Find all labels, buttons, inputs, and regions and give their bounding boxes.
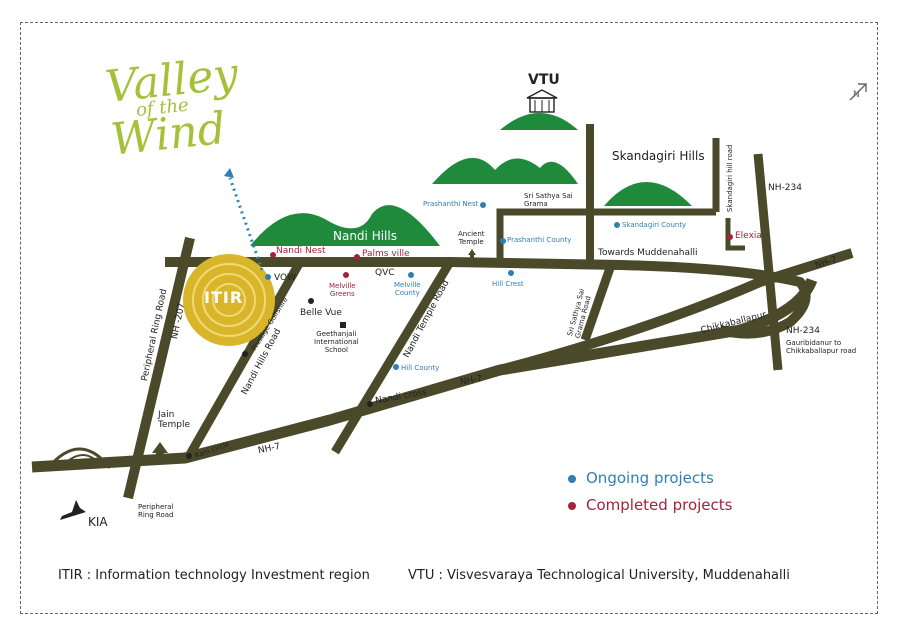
belle-vue-marker [308, 298, 314, 304]
logo-pointer-arrowhead [224, 168, 234, 178]
vow-marker [265, 274, 271, 280]
hill-crest-marker [508, 270, 514, 276]
sri-sathya-sai-grama-road [580, 266, 615, 342]
melville-county-label: Melville County [394, 281, 421, 298]
geethanjali-school-marker [340, 322, 346, 328]
prashanthi-road [496, 208, 716, 262]
north-label: N [853, 90, 860, 100]
prashanthi-nest-label: Prashanthi Nest [423, 200, 479, 208]
nandi-cross-marker [367, 401, 373, 407]
skandagiri-hill-road-label: Skandagiri hill road [726, 144, 734, 212]
map-frame [20, 22, 878, 614]
belle-vue-label: Belle Vue [300, 308, 342, 318]
vow-label: VOW [274, 273, 296, 283]
qvc-label: QVC [375, 268, 395, 278]
sri-sathya-sai-grama-label: Sri Sathya Sai Grama [524, 192, 573, 209]
valley-of-the-wind-logo: Valley of the Wind [103, 48, 246, 166]
skandagiri-hill-shape [604, 182, 692, 206]
hill-county-marker [393, 364, 399, 370]
jain-temple-label: Jain Temple [158, 410, 191, 431]
nandi-nest-label: Nandi Nest [276, 246, 326, 256]
hill-crest-label: Hill Crest [492, 280, 524, 288]
elexia-label: Elexia [735, 231, 762, 241]
palms-ville-label: Palms ville [362, 249, 410, 259]
palms-ville-marker [354, 254, 360, 260]
ancient-temple-label: Ancient Temple [458, 230, 485, 247]
peripheral-ring-road-bottom-label: Peripheral Ring Road [138, 503, 174, 520]
melville-greens-label: Melville Greens [329, 282, 356, 299]
nandi-temple-road [331, 259, 454, 455]
nandi-hills-road [184, 259, 304, 461]
nandi-nest-marker [270, 252, 276, 258]
towards-muddenahalli-road [165, 257, 811, 339]
vtu-hill-shape [500, 113, 578, 130]
legend-completed-label: Completed projects [586, 496, 733, 514]
prashanthi-nest-marker [480, 202, 486, 208]
nandi-hills-shape [250, 205, 440, 246]
melville-county-marker [408, 272, 414, 278]
vtu-definition: VTU : Visvesvaraya Technological Univers… [408, 568, 790, 583]
legend-completed-marker [568, 502, 576, 510]
airplane-icon [60, 500, 86, 520]
nh234-road [753, 153, 783, 371]
runway-arc [46, 447, 112, 469]
logo-pointer [228, 177, 264, 271]
elexia-road [725, 218, 745, 251]
ancient-temple-icon [468, 249, 476, 258]
north-arrow-icon [849, 83, 867, 101]
prashanthi-county-label: Prashanthi County [507, 236, 572, 244]
runway-arc-2 [59, 454, 103, 469]
rani-circle-marker [186, 453, 192, 459]
itir-definition: ITIR : Information technology Investment… [58, 568, 370, 583]
melville-greens-marker [343, 272, 349, 278]
itir-label: ITIR [204, 288, 244, 307]
nh7-east-road [498, 248, 854, 375]
legend-ongoing-label: Ongoing projects [586, 469, 714, 487]
legend-ongoing-marker [568, 475, 576, 483]
elexia-marker [727, 234, 733, 240]
logo-line3: Wind [108, 102, 229, 166]
towards-muddenahalli-label: Towards Muddenahalli [598, 248, 698, 258]
kia-label: KIA [88, 515, 108, 529]
gauribidanur-road-label: Gauribidanur to Chikkaballapur road [786, 339, 857, 356]
geethanjali-school-label: Geethanjali International School [314, 330, 359, 355]
vtu-building-icon [526, 89, 558, 113]
center-hills-shape [432, 157, 578, 184]
prashanthi-county-marker [500, 238, 506, 244]
nh234-top-label: NH-234 [768, 183, 802, 193]
hill-county-label: Hill County [401, 364, 440, 372]
itir-zone [183, 254, 275, 346]
jain-temple-icon [152, 442, 168, 458]
nandi-hills-label: Nandi Hills [333, 229, 397, 243]
prestige-golfshire-marker [242, 351, 248, 357]
skandagiri-county-label: Skandagiri County [622, 221, 687, 229]
skandagiri-county-marker [614, 222, 620, 228]
vtu-label: VTU [528, 72, 560, 88]
skandagiri-hills-label: Skandagiri Hills [612, 149, 705, 163]
nh234-bottom-label: NH-234 [786, 326, 820, 336]
peripheral-ring-road [123, 236, 195, 500]
